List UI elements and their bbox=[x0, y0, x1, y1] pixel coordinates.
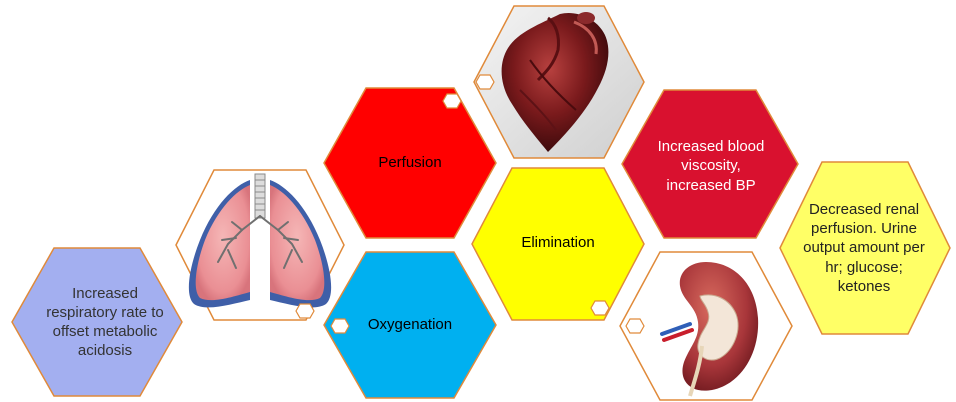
hexagon-lungs bbox=[176, 170, 344, 320]
blood-viscosity-text: Increased blood viscosity, increased BP bbox=[650, 118, 772, 214]
renal-perfusion-text: Decreased renal perfusion. Urine output … bbox=[800, 170, 928, 326]
small-hex-heart bbox=[476, 75, 494, 89]
respiratory-text: Increased respiratory rate to offset met… bbox=[44, 262, 166, 382]
hexagon-kidney bbox=[620, 252, 792, 400]
small-hex-perfusion bbox=[443, 94, 461, 108]
small-hex-lungs bbox=[296, 304, 314, 318]
elimination-label: Elimination bbox=[488, 226, 628, 260]
oxygenation-label: Oxygenation bbox=[340, 308, 480, 342]
small-hex-kidney bbox=[626, 319, 644, 333]
hexagon-heart bbox=[474, 6, 644, 158]
perfusion-label: Perfusion bbox=[340, 146, 480, 180]
small-hex-elimination bbox=[591, 301, 609, 315]
